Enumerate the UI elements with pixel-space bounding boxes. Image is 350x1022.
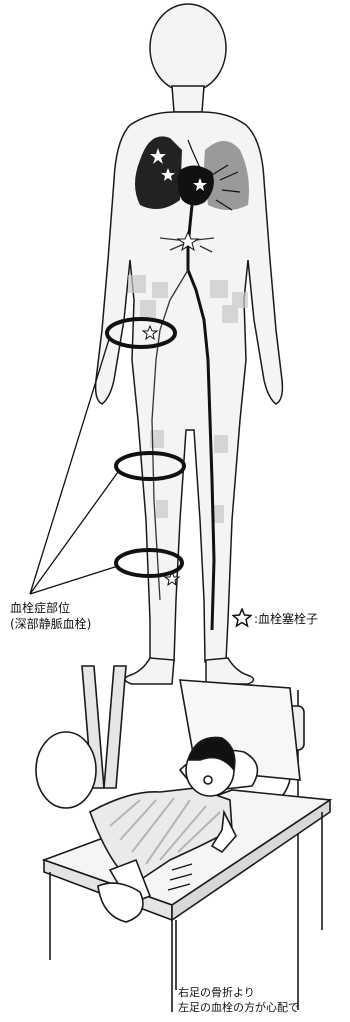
bottom-caption: 右足の骨折より 左足の血栓の方が心配で	[178, 986, 299, 1016]
left-foot	[125, 658, 174, 684]
patient-foot	[98, 883, 143, 922]
thrombus-site-label-line1: 血栓症部位	[10, 600, 91, 616]
traction-band-right	[104, 666, 126, 788]
legend-text: :血栓塞栓子	[254, 610, 318, 627]
embolus-legend: :血栓塞栓子	[232, 608, 318, 628]
thrombus-site-label: 血栓症部位 (深部静脈血栓)	[10, 600, 91, 632]
patient-in-bed	[36, 666, 330, 1012]
thrombus-site-label-line2: (深部静脈血栓)	[10, 616, 91, 632]
suspended-leg-cast	[36, 732, 96, 808]
head	[150, 4, 226, 92]
right-foot	[206, 658, 254, 684]
patient-nose	[204, 776, 212, 784]
star-outline-icon	[232, 608, 252, 628]
caption-line1: 右足の骨折より	[178, 986, 299, 1001]
caption-line2: 左足の血栓の方が心配で	[178, 1001, 299, 1016]
neck	[172, 86, 204, 112]
